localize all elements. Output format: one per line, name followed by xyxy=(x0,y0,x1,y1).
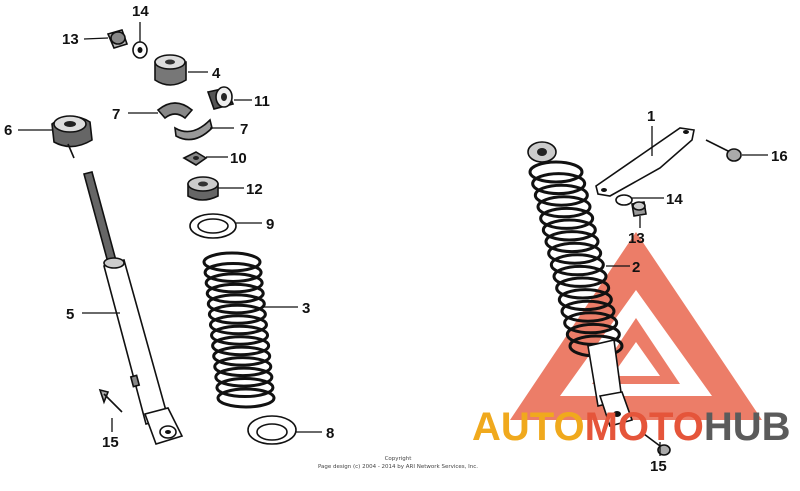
part-3-spring xyxy=(202,251,276,409)
part-13-nut-right xyxy=(631,201,647,217)
part-7-upper-half-rubber xyxy=(156,102,194,120)
callout-11: 11 xyxy=(254,93,270,110)
callout-14: 14 xyxy=(132,3,149,20)
spring-coil xyxy=(212,345,272,367)
part-8-ring xyxy=(247,415,297,445)
callout-7: 7 xyxy=(112,106,120,123)
spring-coil xyxy=(539,206,595,230)
callout-5: 5 xyxy=(66,306,74,323)
spring-coil xyxy=(207,303,267,325)
leader-lines xyxy=(18,22,768,456)
part-14-washer xyxy=(132,41,148,59)
spring-coil xyxy=(208,314,268,336)
watermark-auto: AUTO xyxy=(472,405,585,449)
watermark-triangle-icon xyxy=(510,232,762,420)
part-9-ring xyxy=(189,213,237,239)
svg-text:AUTOMOTOHUB: AUTOMOTOHUB xyxy=(472,405,791,449)
spring-coil xyxy=(202,251,262,273)
spring-coil xyxy=(213,356,273,378)
part-16-bolt xyxy=(705,139,742,162)
part-7-lower-half-rubber xyxy=(174,118,213,141)
spring-coil xyxy=(531,172,587,196)
spring-coil xyxy=(552,264,608,288)
callout-7: 7 xyxy=(240,121,248,138)
part-4-bush xyxy=(154,54,187,86)
part-10-nut xyxy=(182,151,208,166)
spring-coil xyxy=(214,366,274,388)
callout-16: 16 xyxy=(771,148,788,165)
part-5-damper xyxy=(83,171,184,445)
watermark-wordmark: AUTOMOTOHUB xyxy=(472,405,791,449)
part-6-upper-mount xyxy=(51,115,93,159)
callout-13: 13 xyxy=(628,230,645,247)
spring-coil xyxy=(547,241,603,265)
watermark-moto: MOTO xyxy=(585,405,704,449)
callout-6: 6 xyxy=(4,122,12,139)
spring-coil xyxy=(536,195,592,219)
part-1-bracket xyxy=(595,127,695,197)
part-13-cap-nut xyxy=(106,29,129,49)
part-14-washer-right xyxy=(615,194,633,206)
callout-9: 9 xyxy=(266,216,274,233)
spring-coil xyxy=(203,261,263,283)
spring-coil xyxy=(549,253,605,277)
part-15-bolt-left xyxy=(98,388,123,413)
callout-13: 13 xyxy=(62,31,79,48)
spring-coil xyxy=(211,335,271,357)
callout-3: 3 xyxy=(302,300,310,317)
copyright-line1: Copyright xyxy=(385,456,413,462)
spring-coil xyxy=(563,311,619,335)
watermark-hub: HUB xyxy=(704,405,791,449)
spring-coil xyxy=(544,230,600,254)
callout-labels: 13 14 4 11 6 7 7 10 12 9 5 3 15 8 1 16 1… xyxy=(4,3,788,475)
spring-coil xyxy=(541,218,597,242)
spring-coil xyxy=(215,377,275,399)
part-2-shock-absorber xyxy=(527,141,634,427)
spring-coil xyxy=(205,282,265,304)
callout-1: 1 xyxy=(647,108,655,125)
copyright-notice: Copyright Page design (c) 2004 - 2014 by… xyxy=(318,456,478,470)
spring-coil xyxy=(560,299,616,323)
spring-coil xyxy=(204,272,264,294)
callout-14: 14 xyxy=(666,191,683,208)
spring-coil xyxy=(533,183,589,207)
callout-15: 15 xyxy=(102,434,119,451)
part-11-collar xyxy=(206,86,235,110)
spring-coil xyxy=(555,276,611,300)
callout-12: 12 xyxy=(246,181,263,198)
callout-15: 15 xyxy=(650,458,667,475)
part-12-seat-cup xyxy=(187,176,219,201)
spring-coil xyxy=(528,160,584,184)
copyright-line2: Page design (c) 2004 - 2014 by ARI Netwo… xyxy=(318,464,478,470)
spring-coil xyxy=(557,288,613,312)
callout-8: 8 xyxy=(326,425,334,442)
part-15-bolt-right xyxy=(643,433,671,456)
spring-coil xyxy=(206,293,266,315)
spring-coil xyxy=(210,324,270,346)
callout-4: 4 xyxy=(212,65,221,82)
spring-coil xyxy=(216,387,276,409)
callout-2: 2 xyxy=(632,259,640,276)
callout-10: 10 xyxy=(230,150,247,167)
